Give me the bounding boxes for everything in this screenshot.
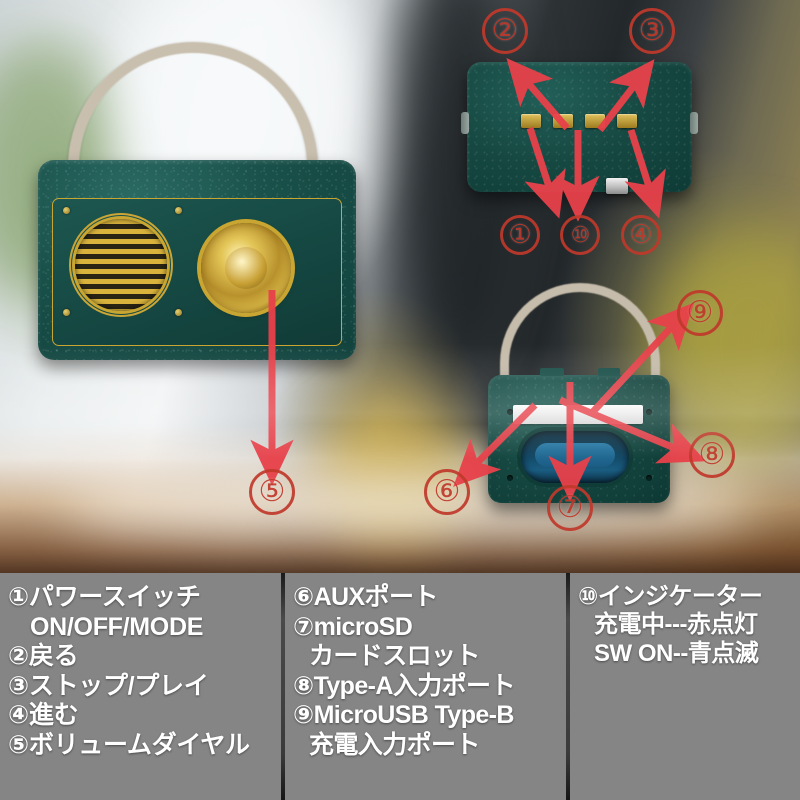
grille-outer-ring xyxy=(69,213,173,317)
product-photo-collage: ② ③ ① ⑩ ④ ⑤ ⑥ ⑦ ⑧ ⑨ xyxy=(0,0,800,573)
legend-line: ⑦microSD xyxy=(293,612,413,641)
top-nub-right xyxy=(598,368,620,376)
speaker-back-view xyxy=(488,283,670,503)
legend-line: 充電中---赤点灯 xyxy=(594,611,758,639)
callout-number-4: ④ xyxy=(621,215,661,255)
legend-line: ⑥AUXポート xyxy=(293,583,438,611)
legend-line: ⑤ボリュームダイヤル xyxy=(8,730,250,759)
speaker-body-front xyxy=(38,160,356,360)
legend-divider-2 xyxy=(566,573,570,800)
legend-line: ①パワースイッチ xyxy=(8,583,201,611)
button-next[interactable] xyxy=(617,114,637,128)
callout-number-6: ⑥ xyxy=(424,469,470,515)
usb-connector-tip xyxy=(606,178,628,194)
screw-bottom-left xyxy=(63,309,70,316)
port-recess-panel[interactable] xyxy=(521,431,629,483)
aux-port[interactable] xyxy=(507,409,513,415)
screw-hole-right xyxy=(646,409,652,415)
legend-line: ③ストップ/プレイ xyxy=(8,671,209,700)
speaker-grille-icon xyxy=(75,219,167,311)
screw-hole-bottom-left xyxy=(507,475,513,481)
legend-line: ⑧Type-A入力ポート xyxy=(293,671,515,700)
screw-hole-bottom-right xyxy=(646,475,652,481)
legend-line: ⑨MicroUSB Type-B xyxy=(293,701,514,729)
callout-number-3: ③ xyxy=(629,8,675,54)
callout-number-1: ① xyxy=(500,215,540,255)
speaker-front-view xyxy=(38,42,356,360)
callout-number-5: ⑤ xyxy=(249,469,295,515)
screw-top-right xyxy=(175,207,182,214)
legend-line: ⑩インジケーター xyxy=(578,583,763,610)
legend-line: カードスロット xyxy=(309,642,480,670)
top-nub-left xyxy=(540,368,564,376)
side-tab-right xyxy=(690,112,698,134)
callout-number-8: ⑧ xyxy=(689,432,735,478)
callout-number-9: ⑨ xyxy=(677,290,723,336)
legend-line: ON/OFF/MODE xyxy=(30,612,204,641)
screw-top-left xyxy=(63,207,70,214)
button-power-switch[interactable] xyxy=(521,114,541,128)
legend-column-2: ⑥AUXポート ⑦microSD カードスロット ⑧Type-A入力ポート ⑨M… xyxy=(285,573,566,800)
callout-number-7: ⑦ xyxy=(547,485,593,531)
volume-dial[interactable] xyxy=(201,223,291,313)
legend-column-3: ⑩インジケーター 充電中---赤点灯 SW ON--青点滅 xyxy=(570,573,800,800)
speaker-body-top xyxy=(461,62,698,194)
faceplate xyxy=(52,198,342,346)
screw-bottom-right xyxy=(175,309,182,316)
background-bokeh-amber-right xyxy=(660,230,800,460)
legend-line: ②戻る xyxy=(8,642,79,670)
legend-line: 充電入力ポート xyxy=(309,730,480,759)
callout-number-10: ⑩ xyxy=(560,215,600,255)
speaker-top-view xyxy=(461,62,698,194)
spec-label xyxy=(513,405,643,424)
legend-panel: ①パワースイッチ ON/OFF/MODE ②戻る ③ストップ/プレイ ④進む ⑤… xyxy=(0,573,800,800)
legend-divider-1 xyxy=(281,573,285,800)
legend-column-1: ①パワースイッチ ON/OFF/MODE ②戻る ③ストップ/プレイ ④進む ⑤… xyxy=(0,573,281,800)
side-tab-left xyxy=(461,112,469,134)
legend-line: ④進む xyxy=(8,701,79,729)
callout-number-2: ② xyxy=(482,8,528,54)
speaker-body-back xyxy=(488,368,670,503)
button-previous[interactable] xyxy=(553,114,573,128)
legend-line: SW ON--青点滅 xyxy=(594,639,759,667)
button-stop-play[interactable] xyxy=(585,114,605,128)
